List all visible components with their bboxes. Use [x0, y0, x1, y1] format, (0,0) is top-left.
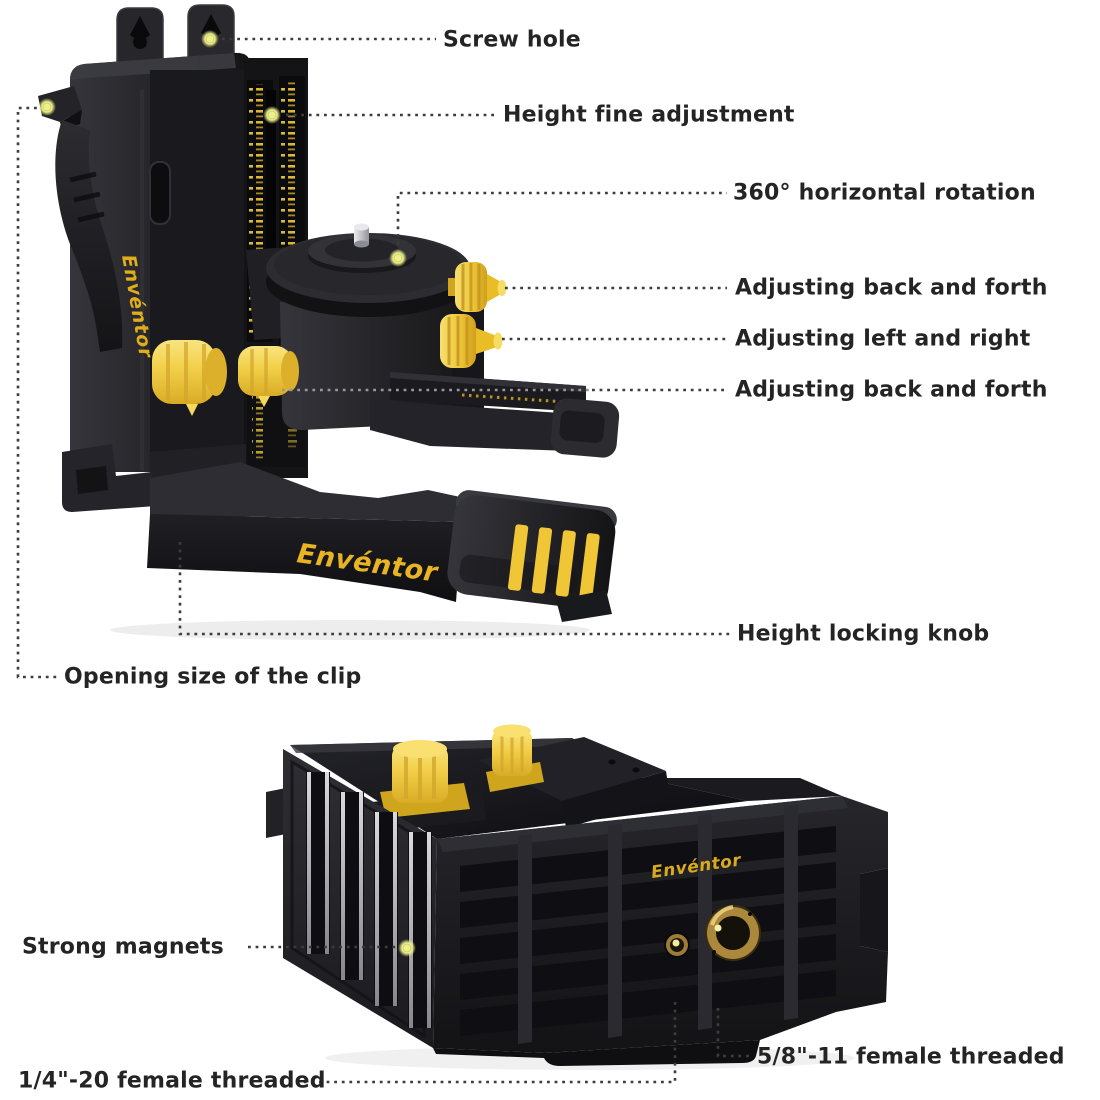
callout-label-back-forth-top: Adjusting back and forth: [735, 275, 1048, 301]
callout-line-quarter-thread: [280, 1002, 677, 1084]
knob-left-right: [440, 314, 503, 368]
bottom-knob-small: [486, 724, 544, 792]
yellow-stripes: [507, 524, 600, 600]
marker-screw-hole: [201, 30, 219, 48]
quarter-inch-hole: [664, 932, 690, 958]
knob-height-locking: [152, 340, 227, 416]
underside-face: Envéntor: [433, 796, 888, 1066]
knob-fine-adjust: [238, 346, 299, 407]
callout-label-five-eighth-thread: 5/8"-11 female threaded: [757, 1044, 1065, 1070]
callout-line-rotation: [396, 191, 727, 252]
marker-dots: [38, 30, 416, 957]
callout-line-height-lock: [178, 542, 730, 636]
slide-rail: [370, 372, 620, 458]
mount-screw: [354, 223, 369, 248]
base-arm: Envéntor: [62, 444, 617, 622]
callout-lines: [16, 37, 752, 1084]
callout-label-back-forth-bottom: Adjusting back and forth: [735, 377, 1048, 403]
callout-label-height-lock: Height locking knob: [737, 621, 990, 647]
callout-line-five-eighth-thread: [716, 1008, 752, 1058]
rotation-platform: [266, 223, 470, 317]
clamp-grip: [38, 86, 123, 352]
top-product: Envéntor: [38, 4, 620, 640]
callout-label-strong-magnets: Strong magnets: [22, 934, 224, 960]
five-eighth-hole: [705, 905, 761, 961]
callout-label-rotation: 360° horizontal rotation: [733, 180, 1036, 206]
marker-magnet: [398, 939, 416, 957]
callout-label-left-right: Adjusting left and right: [735, 326, 1031, 352]
callout-label-screw-hole: Screw hole: [443, 27, 581, 53]
magnet-strips: [306, 772, 432, 1028]
callout-label-quarter-thread: 1/4"-20 female threaded: [18, 1068, 326, 1094]
marker-clip-tip: [38, 98, 56, 116]
callout-line-clip-opening: [16, 106, 58, 679]
arm-end-block: [447, 490, 617, 610]
callout-label-height-fine: Height fine adjustment: [503, 102, 795, 128]
bottom-knob-large: [372, 740, 486, 832]
magnet-face: [283, 749, 437, 1048]
callout-label-clip-opening: Opening size of the clip: [64, 664, 362, 690]
knob-back-forth: [448, 262, 507, 312]
marker-rotation: [389, 249, 407, 267]
bottom-product: Envéntor: [266, 724, 888, 1070]
marker-height-fine: [263, 106, 281, 124]
